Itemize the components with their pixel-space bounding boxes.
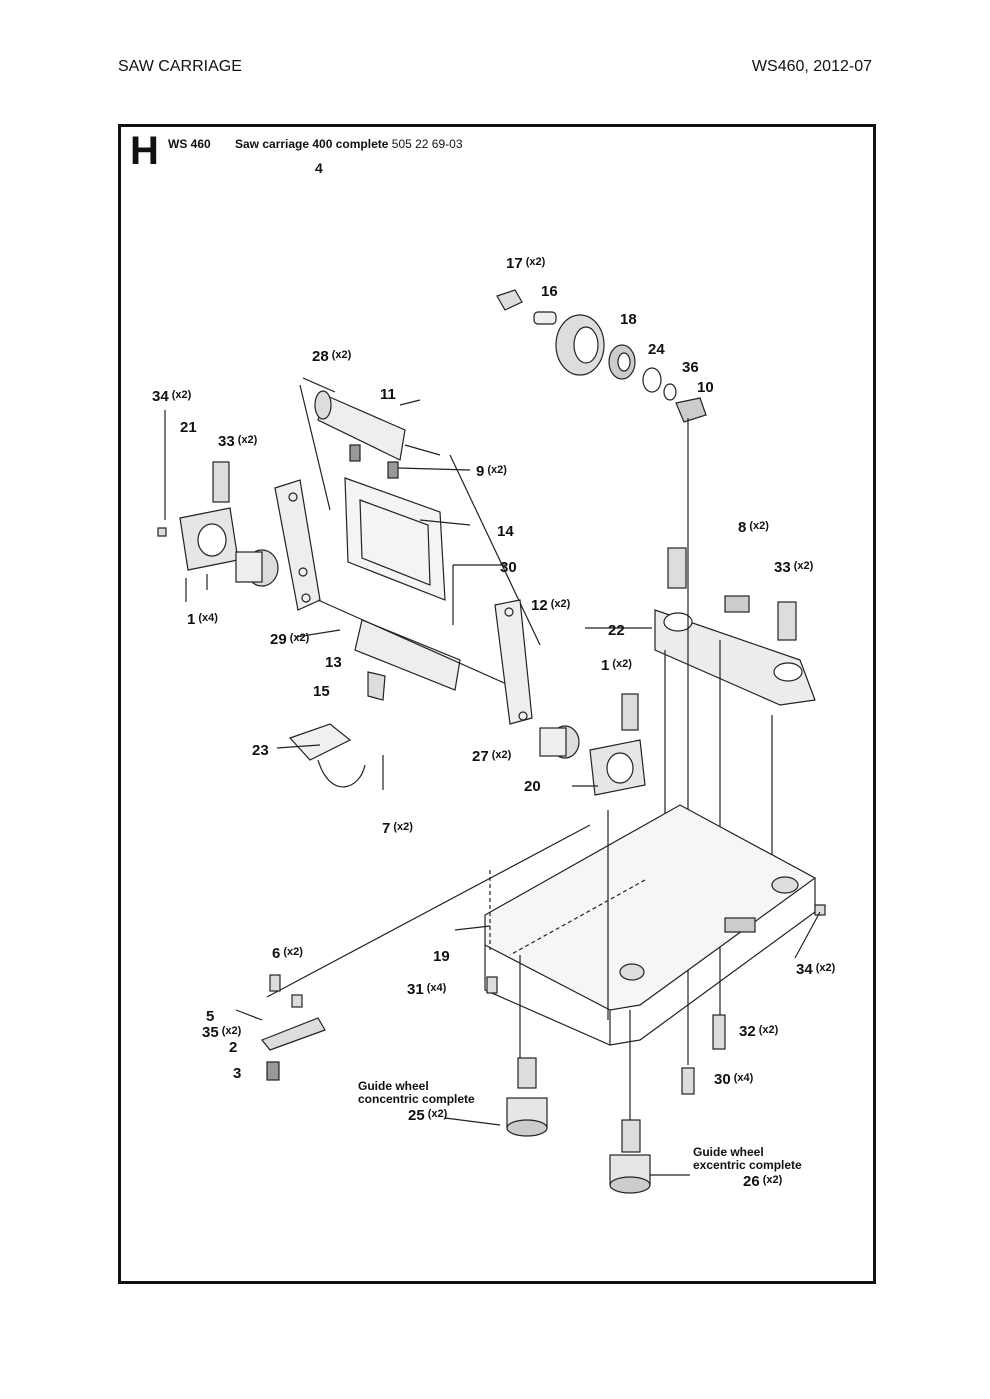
callout-34-right: 34(x2) <box>796 961 836 978</box>
callout-34-left: 34(x2) <box>152 388 192 405</box>
part-10-ring <box>663 383 677 401</box>
part-21-block <box>179 461 239 571</box>
guide-wheel-excentric-note: Guide wheel excentric complete <box>693 1145 802 1172</box>
part-6-screw <box>269 974 303 1008</box>
callout-24: 24 <box>648 341 665 358</box>
part-25-guide-wheel <box>506 1057 548 1137</box>
callout-28: 28(x2) <box>312 348 352 365</box>
part-8-blocks <box>724 595 750 613</box>
callout-26: 26(x2) <box>743 1173 783 1190</box>
callout-32: 32(x2) <box>739 1023 779 1040</box>
part-16-shaft <box>533 311 557 325</box>
part-20-block <box>589 693 646 796</box>
callout-1-x2: 1(x2) <box>601 657 632 674</box>
callout-7: 7(x2) <box>382 820 413 837</box>
part-34-screw-right <box>814 904 826 916</box>
callout-23: 23 <box>252 742 269 759</box>
part-11-roller <box>314 390 406 461</box>
callout-17: 17(x2) <box>506 255 546 272</box>
part-14-plate <box>344 477 446 601</box>
part-2-latch <box>261 1017 326 1051</box>
part-23-link <box>288 723 366 788</box>
callout-9: 9(x2) <box>476 463 507 480</box>
part-36-ring <box>642 367 662 393</box>
callout-27: 27(x2) <box>472 748 512 765</box>
part-9-springs <box>349 444 399 479</box>
callout-16: 16 <box>541 283 558 300</box>
model-label: WS 460 <box>168 137 211 151</box>
part-32-screw <box>712 1014 726 1050</box>
part-5-pin <box>235 1009 263 1021</box>
callout-35: 35(x2) <box>202 1024 242 1041</box>
part-34-screw-left <box>157 527 167 537</box>
callout-5: 5 <box>206 1008 215 1025</box>
part-cap <box>675 397 707 423</box>
diagram-frame <box>118 124 876 1284</box>
page-section-title: SAW CARRIAGE <box>118 58 242 75</box>
part-27-bushing <box>539 725 580 759</box>
callout-25: 25(x2) <box>408 1107 448 1124</box>
part-30-screw <box>681 1067 695 1095</box>
callout-3: 3 <box>233 1065 242 1082</box>
part-left-arm <box>274 479 321 611</box>
model-date: WS460, 2012-07 <box>751 58 872 75</box>
callout-33-right: 33(x2) <box>774 559 814 576</box>
part-13-shaft <box>317 599 521 691</box>
callout-19: 19 <box>433 948 450 965</box>
callout-30-bottom: 30(x4) <box>714 1071 754 1088</box>
callout-6: 6(x2) <box>272 945 303 962</box>
part-26-guide-wheel <box>609 1119 651 1194</box>
part-12-arm <box>494 599 533 725</box>
callout-11: 11 <box>380 386 396 403</box>
callout-13: 13 <box>325 654 342 671</box>
callout-8: 8(x2) <box>738 519 769 536</box>
callout-30-top: 30 <box>500 559 517 576</box>
callout-1-x4: 1(x4) <box>187 611 218 628</box>
callout-18: 18 <box>620 311 637 328</box>
part-18-gear <box>555 314 605 376</box>
assembly-part-no: 505 22 69-03 <box>391 137 463 151</box>
assembly-ref: 4 <box>315 160 323 176</box>
callout-2: 2 <box>229 1039 238 1056</box>
callout-20: 20 <box>524 778 541 795</box>
part-24-bearing <box>608 344 636 380</box>
callout-33-left: 33(x2) <box>218 433 258 450</box>
assembly-name: Saw carriage 400 complete <box>235 137 389 151</box>
callout-12: 12(x2) <box>531 597 571 614</box>
callout-31: 31(x4) <box>407 981 447 998</box>
callout-10: 10 <box>697 379 714 396</box>
part-17-clip <box>496 289 523 311</box>
part-19-base-plate <box>484 804 817 1046</box>
callout-36: 36 <box>682 359 699 376</box>
part-15-latch <box>367 671 386 701</box>
callout-29: 29(x2) <box>270 631 310 648</box>
callout-15: 15 <box>313 683 330 700</box>
callout-14: 14 <box>497 523 514 540</box>
callout-21: 21 <box>180 419 197 436</box>
part-22-bracket <box>654 547 816 706</box>
guide-wheel-concentric-note: Guide wheel concentric complete <box>358 1079 475 1106</box>
callout-22: 22 <box>608 622 625 639</box>
section-letter: H <box>130 129 159 173</box>
part-bushing-left <box>235 549 279 587</box>
assembly-title: Saw carriage 400 complete 505 22 69-03 <box>235 137 463 151</box>
part-3-spring <box>266 1061 280 1081</box>
part-31-screw <box>486 976 498 994</box>
